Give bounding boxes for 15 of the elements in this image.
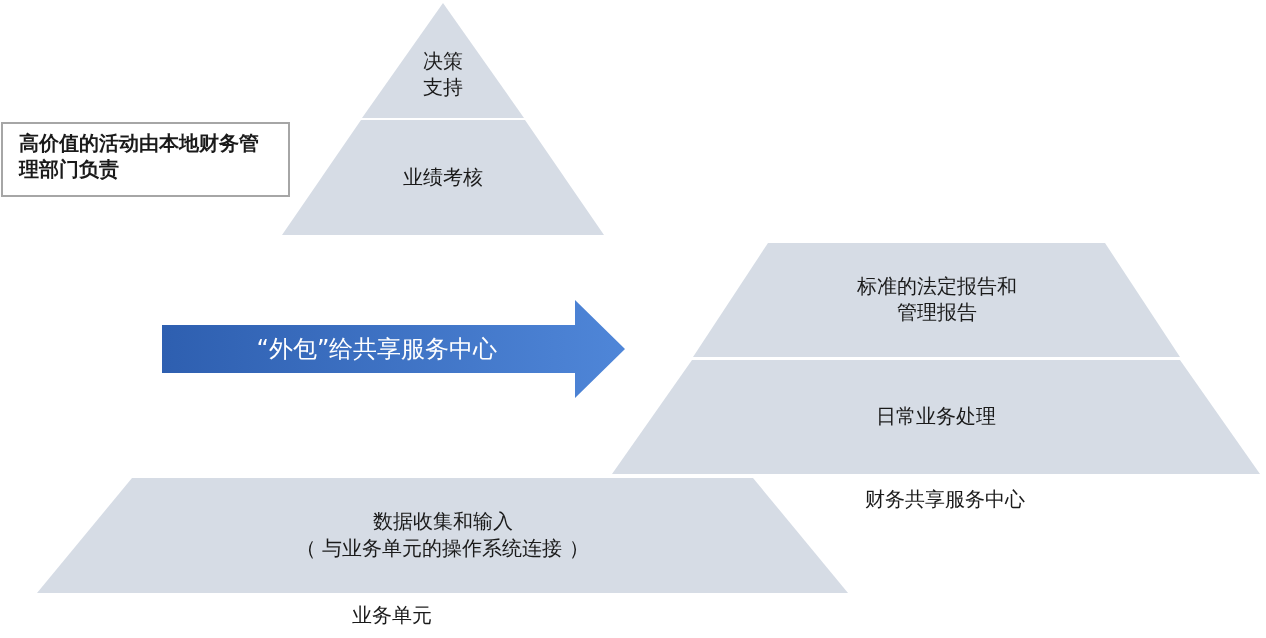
pyramid-layer [282,120,604,235]
arrow-label: “外包”给共享服务中心 [255,334,499,365]
layer-label: 数据收集和输入 [371,508,514,534]
pyramid-apex [362,3,524,118]
block-arrow [162,300,625,398]
pyramid-caption: 业务单元 [352,602,432,629]
note-box [1,122,290,197]
note-text: 高价值的活动由本地财务管理部门负责 [19,130,260,182]
layer-label: 业绩考核 [402,164,484,190]
layer-label: 决策支持 [423,48,463,100]
pyramid-caption: 财务共享服务中心 [865,486,1025,513]
layer-label: 日常业务处理 [875,403,997,429]
layer-label: 标准的法定报告和管理报告 [855,273,1018,325]
layer-label: （ 与业务单元的操作系统连接 ） [295,535,590,561]
pyramid-layer [693,243,1180,357]
